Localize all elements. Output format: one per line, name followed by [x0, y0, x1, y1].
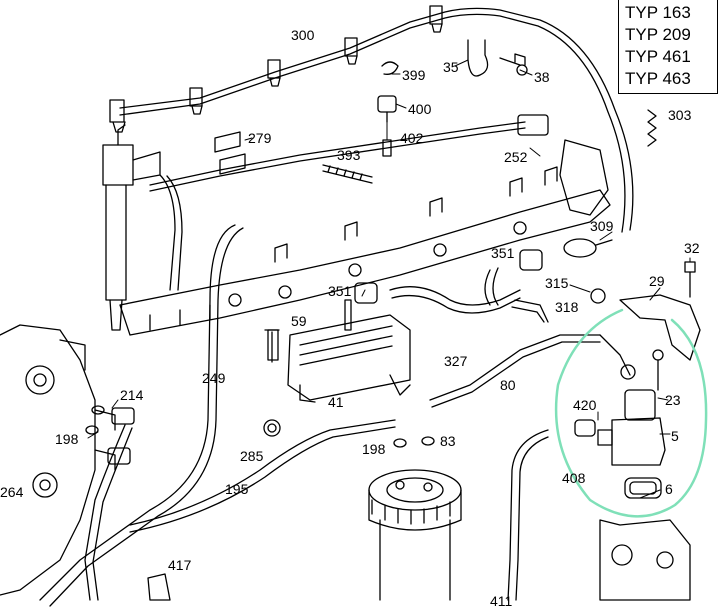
vehicle-type-box: TYP 163 TYP 209 TYP 461 TYP 463 — [618, 0, 718, 94]
leader-lines — [87, 59, 691, 499]
type-line-1: TYP 163 — [625, 3, 691, 22]
callout-59: 59 — [291, 313, 307, 329]
fuel-line-318 — [511, 299, 549, 323]
callout-417: 417 — [168, 557, 192, 573]
callout-80: 80 — [500, 377, 516, 393]
fuel-cooler-41 — [267, 299, 411, 403]
fuel-filter-411 — [368, 469, 462, 601]
callout-318: 318 — [555, 299, 579, 315]
highlight-circle — [554, 308, 708, 518]
callout-279: 279 — [248, 130, 272, 146]
clamp-279 — [214, 131, 246, 175]
clamp-285 — [263, 419, 281, 437]
high-pressure-pump — [0, 324, 116, 596]
fittings-214 — [85, 405, 135, 465]
callout-83: 83 — [440, 433, 456, 449]
callout-249: 249 — [202, 370, 226, 386]
strip-393 — [322, 164, 373, 184]
fuel-line-214 — [84, 174, 183, 601]
callout-399: 399 — [402, 67, 426, 83]
injector — [102, 124, 161, 331]
callout-35: 35 — [443, 59, 459, 75]
callout-408: 408 — [562, 470, 586, 486]
regulator-5 — [574, 334, 666, 466]
fuel-line-195 — [129, 334, 601, 533]
bolts-59 — [264, 329, 280, 363]
callout-285: 285 — [240, 448, 264, 464]
callout-23: 23 — [665, 392, 681, 408]
callout-309: 309 — [590, 218, 614, 234]
callout-400: 400 — [408, 101, 432, 117]
gasket-6 — [624, 477, 662, 499]
callout-402: 402 — [400, 130, 424, 146]
fitting-400 — [377, 95, 397, 123]
type-line-2: TYP 209 — [625, 25, 691, 44]
bracket-29 — [619, 294, 701, 361]
callout-214: 214 — [120, 387, 144, 403]
fuel-rail — [119, 139, 611, 336]
washers-198 — [393, 436, 435, 448]
fuel-return-line-300 — [109, 5, 634, 233]
callout-195: 195 — [225, 481, 249, 497]
callout-315: 315 — [545, 275, 569, 291]
callout-29: 29 — [649, 273, 665, 289]
callout-303: 303 — [668, 107, 692, 123]
leak-off-pipe-252 — [149, 114, 549, 192]
callout-5: 5 — [671, 428, 679, 444]
callout-351-lower: 351 — [328, 283, 352, 299]
fuel-line-249 — [39, 224, 244, 607]
callout-labels: 300 399 35 38 303 400 279 402 393 252 30… — [0, 27, 700, 609]
callout-420: 420 — [573, 397, 597, 413]
fuel-line-408 — [507, 429, 549, 601]
bolt-32 — [684, 261, 696, 298]
housing-bottom-right — [599, 519, 691, 601]
hoses-351 — [354, 249, 543, 314]
callout-264: 264 — [0, 484, 24, 500]
callout-41: 41 — [328, 394, 344, 410]
callout-252: 252 — [504, 149, 528, 165]
spring-303 — [647, 109, 657, 147]
callout-351-upper: 351 — [491, 245, 515, 261]
callout-32: 32 — [684, 240, 700, 256]
callout-411: 411 — [490, 593, 513, 609]
callout-6: 6 — [665, 481, 673, 497]
type-line-3: TYP 461 — [625, 47, 691, 66]
clip-417 — [147, 573, 171, 601]
callout-300: 300 — [291, 27, 315, 43]
callout-198-left: 198 — [55, 431, 79, 447]
callout-198-right: 198 — [362, 441, 386, 457]
fitting-309 — [563, 238, 613, 304]
callout-38: 38 — [534, 69, 550, 85]
clip-399 — [381, 61, 399, 75]
callout-393: 393 — [337, 147, 361, 163]
callout-327: 327 — [444, 353, 468, 369]
bolt-38 — [499, 53, 528, 76]
type-line-4: TYP 463 — [625, 69, 691, 88]
clamp-35 — [467, 39, 489, 77]
